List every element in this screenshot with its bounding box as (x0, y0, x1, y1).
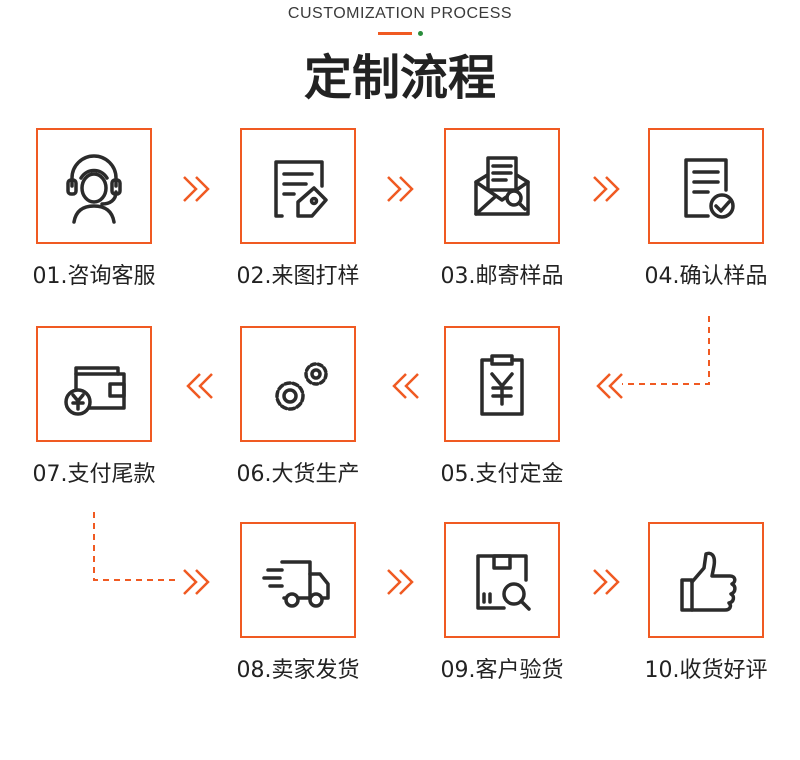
document-check-icon (684, 158, 735, 219)
step-04-label: 04.确认样品 (644, 264, 768, 289)
step-10-label: 10.收货好评 (644, 658, 768, 683)
decorative-bar (378, 32, 412, 35)
wallet-yuan-icon (64, 366, 126, 416)
step-03-box (444, 128, 560, 244)
step-10-box (648, 522, 764, 638)
step-03-label: 03.邮寄样品 (440, 264, 564, 289)
decorative-dot (418, 31, 423, 36)
arrow-right-icon (387, 569, 414, 595)
step-05-box (444, 326, 560, 442)
arrow-right-icon (183, 176, 210, 202)
thumbs-up-icon (680, 551, 737, 612)
step-05-label: 05.支付定金 (440, 462, 564, 487)
connector-row1-to-row2 (622, 316, 710, 385)
section-subtitle: CUSTOMIZATION PROCESS (287, 5, 513, 22)
mail-envelope-icon (474, 156, 530, 216)
step-02-label: 02.来图打样 (236, 264, 360, 289)
step-04-box (648, 128, 764, 244)
yuan-clipboard-icon (480, 354, 524, 416)
step-07-box (36, 326, 152, 442)
drawing-tag-icon (274, 160, 328, 218)
arrow-right-icon (593, 569, 620, 595)
step-08-box (240, 522, 356, 638)
arrow-left-icon (186, 373, 213, 399)
box-inspect-icon (476, 554, 531, 611)
connector-row2-to-row3 (93, 512, 180, 581)
delivery-truck-icon (262, 560, 330, 608)
step-08-label: 08.卖家发货 (236, 658, 360, 683)
step-01-label: 01.咨询客服 (32, 264, 156, 289)
step-02-box (240, 128, 356, 244)
arrow-left-icon (392, 373, 419, 399)
step-06-box (240, 326, 356, 442)
arrow-right-icon (593, 176, 620, 202)
step-07-label: 07.支付尾款 (32, 462, 156, 487)
arrow-left-icon (596, 373, 623, 399)
step-06-label: 06.大货生产 (236, 462, 360, 487)
arrow-right-icon (183, 569, 210, 595)
page-title: 定制流程 (303, 50, 496, 106)
arrow-right-icon (387, 176, 414, 202)
step-01-box (36, 128, 152, 244)
step-09-label: 09.客户验货 (440, 658, 564, 683)
step-09-box (444, 522, 560, 638)
customer-service-icon (66, 154, 122, 224)
gears-icon (275, 362, 328, 411)
